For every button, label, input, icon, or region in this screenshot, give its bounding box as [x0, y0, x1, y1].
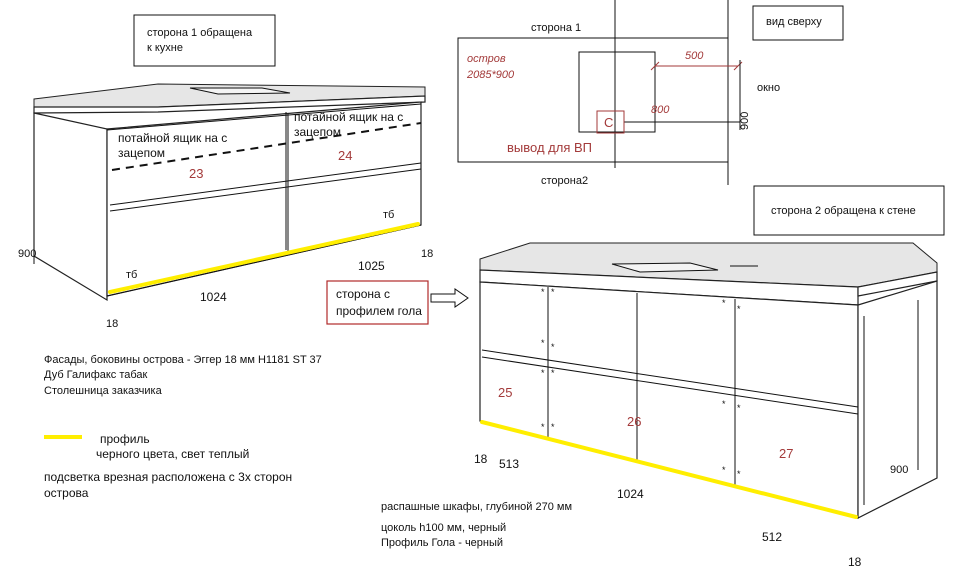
- gola-side-line2: профилем гола: [336, 304, 422, 318]
- note-facades: Фасады, боковины острова - Эггер 18 мм Н…: [44, 354, 322, 366]
- right-dim-18-bottom: 18: [848, 555, 862, 569]
- left-dim-1024: 1024: [200, 290, 227, 304]
- note-plinth: цоколь h100 мм, черный: [381, 522, 506, 534]
- hinge-marker: *: [737, 403, 741, 413]
- hinge-marker: *: [541, 368, 545, 378]
- hinge-marker: *: [541, 338, 545, 348]
- side2-note-box: сторона 2 обращена к стене: [753, 185, 945, 236]
- plan-outlet-label: вывод для ВП: [507, 140, 592, 155]
- tb-right-label: тб: [383, 209, 394, 221]
- hinge-marker: *: [541, 422, 545, 432]
- hinge-marker: *: [722, 465, 726, 475]
- plan-window-label: окно: [757, 82, 780, 94]
- hinge-markers: * * * * * * * * * * * * * *: [541, 287, 741, 479]
- right-dim-18-left: 18: [474, 452, 488, 466]
- drawer-24-number: 24: [338, 148, 352, 163]
- left-dim-900: 900: [18, 248, 36, 260]
- hinge-marker: *: [541, 287, 545, 297]
- side1-note-line2: к кухне: [147, 42, 183, 54]
- plan-dim-500: 500: [685, 50, 704, 62]
- top-view-box: вид сверху: [752, 5, 844, 41]
- hidden-drawer-left-line2: зацепом: [118, 146, 165, 160]
- right-dim-513: 513: [499, 457, 519, 471]
- left-dim-1025: 1025: [358, 259, 385, 273]
- plan-side1-label: сторона 1: [531, 22, 581, 34]
- note-backlight-1: подсветка врезная расположена с 3х сторо…: [44, 470, 292, 484]
- hinge-marker: *: [722, 399, 726, 409]
- side1-note-box: сторона 1 обращена к кухне: [133, 14, 276, 67]
- hinge-marker: *: [551, 342, 555, 352]
- left-dim-18-right: 18: [421, 248, 433, 260]
- hinge-marker: *: [551, 287, 555, 297]
- hidden-drawer-left-line1: потайной ящик на с: [118, 131, 227, 145]
- hinge-marker: *: [737, 304, 741, 314]
- side2-note-label: сторона 2 обращена к стене: [771, 205, 916, 217]
- right-dim-900: 900: [890, 464, 908, 476]
- note-swing-cabinets: распашные шкафы, глубиной 270 мм: [381, 501, 572, 513]
- note-gola-profile: Профиль Гола - черный: [381, 537, 503, 549]
- hinge-marker: *: [737, 469, 741, 479]
- top-view-plan: [457, 0, 743, 185]
- plan-dim-900: 900: [739, 112, 751, 130]
- plan-outlet-c: С: [604, 115, 613, 130]
- plan-island-label: остров: [467, 53, 506, 65]
- plan-dim-800: 800: [651, 104, 670, 116]
- side1-note-line1: сторона 1 обращена: [147, 27, 253, 39]
- legend-color: черного цвета, свет теплый: [96, 447, 249, 461]
- tb-left-label: тб: [126, 269, 137, 281]
- gola-side-line1: сторона с: [336, 287, 390, 301]
- note-countertop: Столешница заказчика: [44, 385, 163, 397]
- hinge-marker: *: [551, 422, 555, 432]
- gola-arrow-icon: [430, 288, 469, 308]
- hidden-drawer-right-line1: потайной ящик на с: [294, 110, 403, 124]
- right-island-unit: [479, 242, 938, 519]
- right-dim-512: 512: [762, 530, 782, 544]
- hinge-marker: *: [551, 368, 555, 378]
- left-dim-18-bottom: 18: [106, 318, 118, 330]
- hinge-marker: *: [722, 298, 726, 308]
- door-26-number: 26: [627, 414, 641, 429]
- door-25-number: 25: [498, 385, 512, 400]
- left-island-unit: [33, 83, 426, 302]
- door-27-number: 27: [779, 446, 793, 461]
- drawer-23-number: 23: [189, 166, 203, 181]
- plan-island-size: 2085*900: [466, 69, 515, 81]
- note-oak: Дуб Галифакс табак: [44, 369, 148, 381]
- plan-side2-label: сторона2: [541, 175, 588, 187]
- right-dim-1024: 1024: [617, 487, 644, 501]
- gola-side-box: сторона с профилем гола: [326, 280, 429, 325]
- top-view-label: вид сверху: [766, 16, 822, 28]
- hidden-drawer-right-line2: зацепом: [294, 125, 341, 139]
- legend-profile: профиль: [100, 432, 150, 446]
- note-backlight-2: острова: [44, 486, 89, 500]
